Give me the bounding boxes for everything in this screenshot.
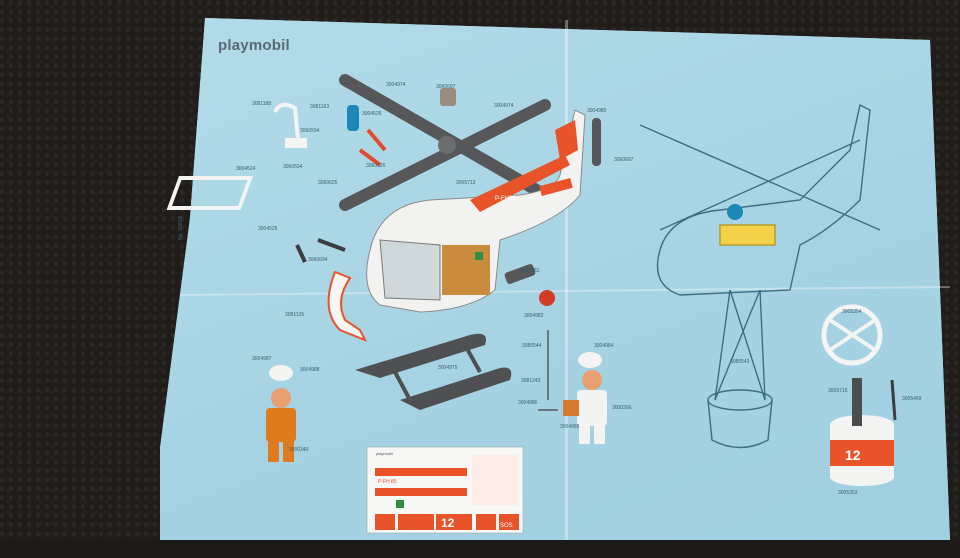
stretcher: [166, 102, 307, 210]
water-bucket: [830, 378, 894, 486]
winch-drum: [539, 290, 555, 306]
rescue-pilot-figure: [266, 365, 296, 462]
sticker-number: 12: [441, 516, 455, 530]
part-label: 3060594: [300, 128, 320, 134]
part-label: 3004980: [587, 108, 607, 114]
part-label: 3081243: [521, 378, 541, 384]
helicopter-registration: P-FH85: [495, 196, 516, 202]
part-label: 3060697: [614, 157, 634, 163]
oxygen-bottle: [347, 105, 359, 131]
part-label: 3060694: [308, 257, 328, 263]
part-label: 3000340: [289, 447, 309, 453]
part-label: 3004525: [258, 226, 278, 232]
sticker-sheet: [366, 446, 524, 534]
part-label: 3004974: [494, 103, 514, 109]
hose-parts: [358, 128, 387, 167]
part-label: 3004985: [560, 424, 580, 430]
part-label: 3005354: [842, 309, 862, 315]
part-label: 3004982: [524, 313, 544, 319]
part-label: 3005715: [828, 388, 848, 394]
part-label: 3004979: [438, 365, 458, 371]
landing-skids: [355, 333, 512, 410]
part-label: 3060594: [283, 164, 303, 170]
part-label: 3000266: [612, 405, 632, 411]
rescue-climber-figure: [563, 352, 607, 444]
part-label: 3081188: [252, 101, 272, 107]
part-label: 3005469: [902, 396, 922, 402]
part-label: 3005353: [838, 490, 858, 496]
part-label: 3081135: [285, 312, 305, 318]
helicopter-door: [327, 270, 368, 342]
sticker-sos: SOS: [500, 523, 513, 529]
part-label: 3004526: [362, 111, 382, 117]
part-label: 3060697: [436, 84, 456, 90]
part-label: 3080544: [522, 343, 542, 349]
part-label: 3004986: [518, 400, 538, 406]
part-label: 3004524: [236, 166, 256, 172]
part-label: 3080543: [730, 359, 750, 365]
part-label: 3005713: [456, 180, 476, 186]
brand-logo: playmobil: [218, 37, 290, 54]
tool-part: [890, 379, 897, 421]
part-label: 3004984: [594, 343, 614, 349]
main-rotor: [339, 74, 551, 211]
sticker-brand: playmobil: [376, 451, 393, 456]
part-label: 3081163: [310, 104, 330, 110]
helicopter-body: [366, 109, 586, 313]
part-label: 3004988: [300, 367, 320, 373]
sheet-fold-vertical: [565, 20, 568, 540]
winch-hook: [504, 264, 536, 284]
part-label: 3060625: [318, 180, 338, 186]
part-label: 3060626: [366, 163, 386, 169]
part-label: 3004974: [386, 82, 406, 88]
bucket-number: 12: [845, 447, 861, 463]
exploded-parts-diagram: P-FH85: [166, 74, 897, 534]
rescue-ring: [821, 304, 883, 366]
tail-rotor: [592, 118, 601, 166]
part-label: 3004981: [520, 268, 540, 274]
handle-parts: [295, 238, 346, 263]
assembled-view-drawing: [639, 103, 881, 449]
sticker-registration: P-FH 85: [378, 479, 397, 485]
rotor-hub: [440, 88, 456, 106]
rescue-rope: [538, 330, 558, 411]
part-label: 3004987: [252, 356, 272, 362]
